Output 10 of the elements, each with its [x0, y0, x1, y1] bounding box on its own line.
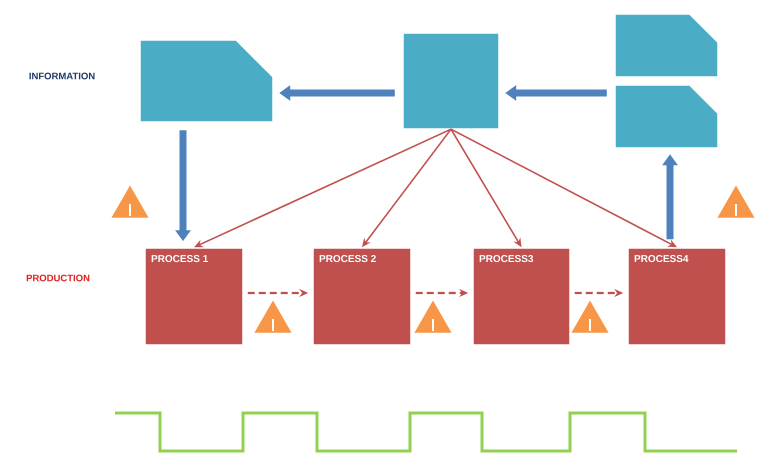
process-box: PROCESS 1	[144, 247, 244, 346]
process-box: PROCESS4	[627, 247, 727, 346]
square-box	[402, 32, 500, 130]
document-shape	[614, 13, 719, 78]
section-label: PRODUCTION	[26, 274, 90, 282]
section-label: INFORMATION	[29, 72, 95, 80]
document-shape	[614, 84, 719, 149]
document-shape	[139, 39, 274, 123]
process-box: PROCESS 2	[312, 247, 412, 346]
process-box: PROCESS3	[472, 247, 571, 346]
